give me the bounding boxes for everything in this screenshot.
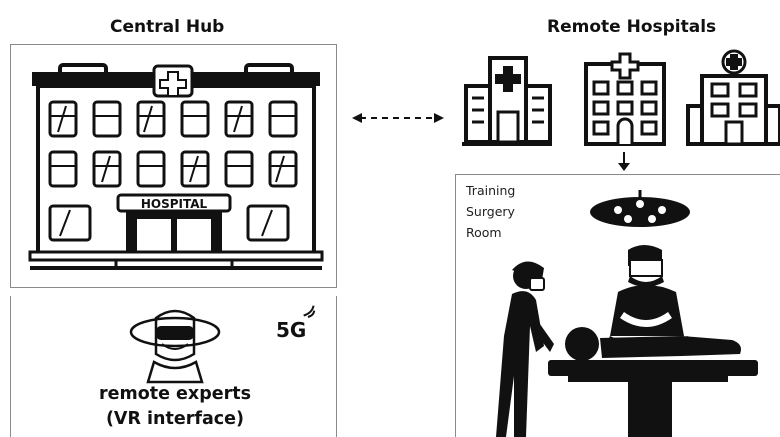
surgeon-icon xyxy=(604,245,692,353)
remote-experts-panel xyxy=(10,296,337,437)
experts-label-line2: (VR interface) xyxy=(105,409,245,429)
hospital-small-icon xyxy=(462,56,552,146)
hospital-cross-icon xyxy=(686,49,780,146)
room-label-line3: Room xyxy=(466,225,502,240)
network-5g-badge: 5G xyxy=(276,318,307,342)
bidirectional-arrow xyxy=(352,113,444,123)
hospital-sign-text: HOSPITAL xyxy=(141,197,208,211)
operating-table-icon xyxy=(548,360,758,437)
central-hub-title: Central Hub xyxy=(110,17,225,37)
down-arrow xyxy=(618,152,630,171)
nurse-icon xyxy=(496,261,554,437)
remote-hospitals-title: Remote Hospitals xyxy=(547,17,717,37)
wifi-signal-icon xyxy=(303,305,316,318)
room-label-line2: Surgery xyxy=(466,204,515,219)
patient-icon xyxy=(565,327,741,361)
hospital-tower-icon xyxy=(584,52,666,146)
surgical-lamp-icon xyxy=(590,190,690,227)
vr-headset-user-icon xyxy=(129,309,221,384)
room-label-line1: Training xyxy=(466,183,516,198)
hospital-building-icon: HOSPITAL xyxy=(28,63,324,270)
experts-label-line1: remote experts xyxy=(98,384,252,404)
